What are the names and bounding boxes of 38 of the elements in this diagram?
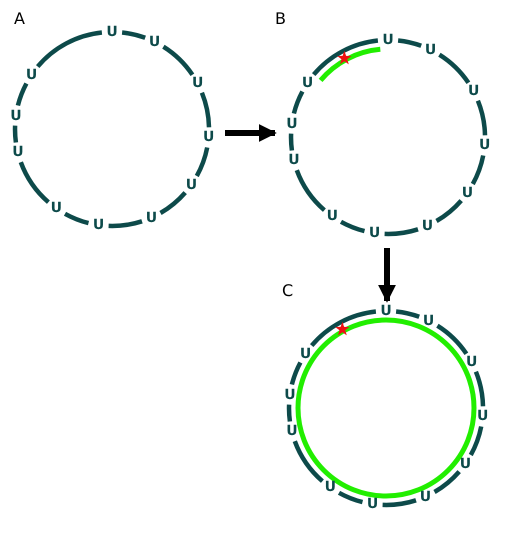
base-letter: U (288, 153, 300, 168)
base-letter: U (300, 346, 312, 361)
base-letter: U (382, 33, 394, 47)
base-letter: U (476, 409, 488, 424)
base-letter: U (148, 34, 160, 49)
base-letter: U (478, 138, 490, 152)
arrow (378, 248, 396, 303)
base-letter: U (50, 201, 62, 216)
base-letter: U (302, 76, 314, 90)
base-letter: U (146, 210, 158, 225)
base-letter: U (286, 116, 298, 130)
base-letter: U (460, 456, 472, 471)
base-letter: U (422, 218, 434, 233)
base-letter: U (368, 226, 380, 240)
base-letter: U (12, 145, 24, 160)
base-letter: U (324, 480, 336, 494)
base-letter: U (420, 490, 432, 504)
base-letter: U (106, 25, 118, 39)
base-letter: U (202, 130, 214, 144)
base-letter: U (10, 108, 22, 122)
base-letter: U (26, 68, 38, 82)
base-letter: U (366, 497, 378, 512)
base-letter: U (92, 218, 104, 232)
base-letter: U (424, 42, 436, 57)
base-letter: U (468, 84, 480, 98)
base-letter: U (284, 388, 296, 402)
base-letter: U (286, 424, 298, 438)
base-letter: U (192, 76, 204, 90)
panel-letter: C (282, 283, 294, 299)
panel-letter: A (14, 11, 25, 27)
base-letter: U (186, 178, 198, 192)
base-letter: U (326, 209, 338, 224)
base-letter: U (422, 314, 434, 328)
arrow (225, 124, 277, 142)
panel-letter: B (275, 11, 286, 27)
base-letter: U (462, 186, 474, 200)
base-letter: U (466, 355, 478, 370)
base-letter: U (380, 304, 392, 318)
